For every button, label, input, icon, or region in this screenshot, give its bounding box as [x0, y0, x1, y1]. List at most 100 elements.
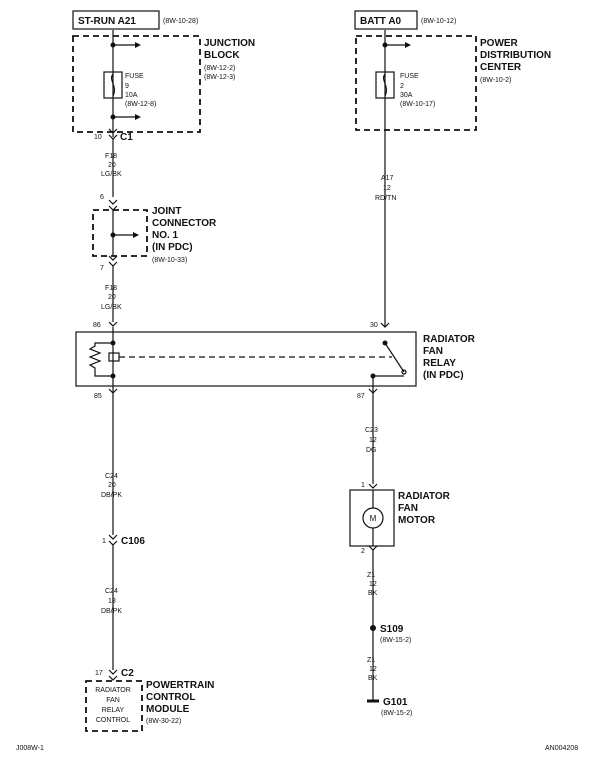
c23-circuit: C23 — [365, 427, 378, 434]
motor-title-2: FAN — [398, 503, 418, 514]
relay-pin-85: 85 — [94, 393, 102, 400]
z1-upper-gauge: 12 — [369, 581, 377, 588]
g101-label: G101 — [383, 697, 408, 708]
relay-switch-blade — [384, 342, 405, 373]
f18-lower-circuit: F18 — [105, 285, 117, 292]
z1-lower-circuit: Z1 — [367, 657, 375, 664]
pcm-inner-1: RADIATOR — [95, 687, 131, 694]
motor-title-1: RADIATOR — [398, 491, 451, 502]
junction-block-outline — [72, 35, 201, 133]
c106-connector-icon — [108, 534, 118, 546]
pdc-title-3: CENTER — [480, 62, 522, 73]
g101-ref: (8W-15-2) — [381, 710, 412, 717]
pdc-ref: (8W-10-2) — [480, 77, 511, 84]
pcm-title-3: MODULE — [146, 704, 190, 715]
a17-color: RD/TN — [375, 195, 396, 202]
c106-pin: 1 — [102, 538, 106, 545]
coil-resistor-icon — [88, 342, 113, 377]
fuse-2-ref: (8W-10-17) — [400, 101, 435, 108]
batt-box — [354, 10, 418, 30]
relay-title-3: RELAY — [423, 358, 456, 369]
f18-lower-gauge: 20 — [108, 294, 116, 301]
fuse-9-number: 9 — [125, 83, 129, 90]
motor-pin-bottom: 2 — [361, 548, 365, 555]
joint-pin-top: 6 — [100, 194, 104, 201]
joint-title-1: JOINT — [152, 206, 181, 217]
junction-block-title-1: JUNCTION — [204, 38, 255, 49]
relay-pin-30: 30 — [370, 322, 378, 329]
c24-upper-gauge: 20 — [108, 482, 116, 489]
pcm-ref: (8W-30-22) — [146, 718, 181, 725]
joint-title-4: (IN PDC) — [152, 242, 193, 253]
joint-bottom-connector-icon — [108, 255, 118, 267]
junction-block-ref-1: (8W-12-2) — [204, 65, 235, 72]
fuse-2-body — [375, 71, 395, 99]
junction-block-title-2: BLOCK — [204, 50, 240, 61]
relay-title-2: FAN — [423, 346, 443, 357]
footer-figure-id: J008W-1 — [16, 745, 44, 752]
relay-pin-87: 87 — [357, 393, 365, 400]
fuse-9-body — [103, 71, 123, 99]
c23-gauge: 12 — [369, 437, 377, 444]
batt-label: BATT A0 — [360, 16, 402, 27]
relay-title-4: (IN PDC) — [423, 370, 464, 381]
z1-lower-gauge: 12 — [369, 666, 377, 673]
z1-upper-circuit: Z1 — [367, 572, 375, 579]
joint-ref: (8W-10-33) — [152, 257, 187, 264]
c1-label: C1 — [120, 132, 133, 143]
relay-title-1: RADIATOR — [423, 334, 476, 345]
joint-title-2: CONNECTOR — [152, 218, 217, 229]
contact-open-terminal — [401, 369, 407, 375]
pcm-outline — [85, 680, 143, 732]
joint-connector-outline — [92, 209, 148, 257]
pdc-title-1: POWER — [480, 38, 519, 49]
joint-title-3: NO. 1 — [152, 230, 179, 241]
a17-gauge: 12 — [383, 185, 391, 192]
fuse-9-rating: 10A — [125, 92, 138, 99]
fuse-2-number: 2 — [400, 83, 404, 90]
c2-connector-icon — [108, 669, 118, 681]
st-run-ref: (8W-10-28) — [163, 18, 198, 25]
joint-pin-bottom: 7 — [100, 265, 104, 272]
fuse-9-label: FUSE — [125, 73, 144, 80]
c24-lower-gauge: 18 — [108, 598, 116, 605]
relay-outline — [75, 331, 417, 387]
c106-label: C106 — [121, 536, 145, 547]
relay-coil-icon — [108, 352, 120, 362]
fuse-9-ref: (8W-12-8) — [125, 101, 156, 108]
s109-ref: (8W-15-2) — [380, 637, 411, 644]
pcm-inner-3: RELAY — [102, 707, 125, 714]
c24-lower-color: DB/PK — [101, 608, 122, 615]
fuse-2-label: FUSE — [400, 73, 419, 80]
motor-outline — [349, 489, 395, 547]
s109-splice-icon — [370, 625, 376, 631]
jb-bottom-arrow-icon — [135, 114, 141, 120]
batt-ref: (8W-10-12) — [421, 18, 456, 25]
pcm-title-1: POWERTRAIN — [146, 680, 214, 691]
jb-top-arrow-icon — [135, 42, 141, 48]
st-run-label: ST-RUN A21 — [78, 16, 136, 27]
joint-arrow-icon — [133, 232, 139, 238]
f18-upper-circuit: F18 — [105, 153, 117, 160]
c24-lower-circuit: C24 — [105, 588, 118, 595]
relay-pin86-connector-icon — [108, 321, 118, 327]
pcm-title-2: CONTROL — [146, 692, 195, 703]
motor-symbol: M — [370, 514, 377, 523]
motor-pin1-connector-icon — [368, 483, 378, 489]
pcm-inner-4: CONTROL — [96, 717, 130, 724]
joint-top-connector-icon — [108, 199, 118, 211]
c23-color: DG — [366, 447, 377, 454]
z1-lower-color: BK — [368, 675, 378, 682]
fuse-9-element-icon — [110, 73, 116, 97]
motor-pin-top: 1 — [361, 482, 365, 489]
c24-upper-color: DB/PK — [101, 492, 122, 499]
a17-circuit: A17 — [381, 175, 394, 182]
f18-upper-gauge: 20 — [108, 162, 116, 169]
fuse-2-element-icon — [382, 73, 388, 97]
pdc-arrow-icon — [405, 42, 411, 48]
footer-doc-id: AN004208 — [545, 745, 578, 752]
f18-upper-color: LG/BK — [101, 171, 122, 178]
relay-pin-86: 86 — [93, 322, 101, 329]
pcm-inner-2: FAN — [106, 697, 120, 704]
